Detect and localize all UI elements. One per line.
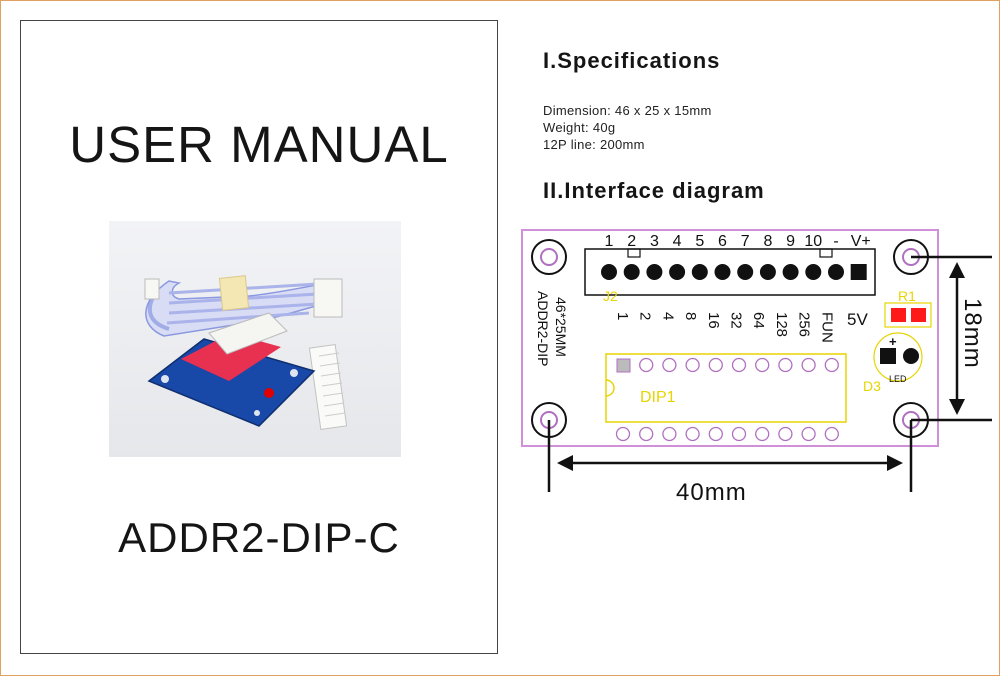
- board-outline: [521, 229, 939, 447]
- led-outline: [873, 332, 923, 382]
- height-dimension: 18mm: [911, 255, 992, 422]
- pin-number-label: 7: [741, 233, 750, 250]
- board-name-label: ADDR2-DIP: [535, 291, 551, 366]
- dip-pad-top: [662, 357, 677, 373]
- pin-number-label: 2: [627, 233, 636, 250]
- address-value-label: 256: [796, 312, 813, 337]
- connector-pin: [737, 264, 754, 280]
- resistor-pad-left: [891, 308, 906, 322]
- dip-pads: [615, 357, 839, 442]
- connector-pin-square: [850, 264, 867, 280]
- address-value-label: 4: [659, 312, 676, 320]
- dip-pad-top: [755, 357, 770, 373]
- dip-pad-bottom: [708, 426, 723, 442]
- dip-pad-bottom: [801, 426, 816, 442]
- spec-dimension: Dimension: 46 x 25 x 15mm: [543, 103, 712, 118]
- pin-number-label: V+: [851, 233, 871, 250]
- address-value-label: 128: [773, 312, 790, 337]
- connector-pin: [714, 264, 731, 280]
- connector-pin: [759, 264, 776, 280]
- address-value-label: FUN: [818, 312, 835, 343]
- led-pad-round: [903, 348, 919, 364]
- pin-number-label: 6: [718, 233, 727, 250]
- dip-pad-top: [731, 357, 747, 373]
- product-photo: [109, 221, 401, 457]
- pin-number-label: 3: [650, 233, 659, 250]
- dip-pad-bottom: [615, 426, 631, 442]
- address-value-label: 32: [728, 312, 745, 329]
- pin-number-label: 10: [804, 233, 822, 250]
- pin-number-label: 4: [673, 233, 682, 250]
- pin-number-label: 1: [605, 233, 614, 250]
- loose-connector: [308, 344, 348, 430]
- model-name: ADDR2-DIP-C: [118, 514, 400, 561]
- supply-label: 5V: [847, 310, 868, 329]
- spec-cable-length: 12P line: 200mm: [543, 137, 645, 152]
- resistor-pad-right: [911, 308, 926, 322]
- dip-label: DIP1: [640, 389, 676, 406]
- led-label: LED: [889, 374, 907, 384]
- connector-pin: [805, 264, 822, 280]
- dip-pad-bottom: [778, 426, 793, 442]
- dip-pad-top: [639, 357, 654, 373]
- connector-pin: [646, 264, 663, 280]
- manual-title: USER MANUAL: [69, 116, 449, 173]
- led-pad-square: [880, 348, 896, 364]
- dip-pad-top: [778, 357, 793, 373]
- connector-j2-body: [584, 248, 876, 296]
- pin-number-label: 5: [695, 233, 704, 250]
- connector-pin: [691, 264, 708, 280]
- pin-number-label: 8: [763, 233, 772, 250]
- dip-pad-top: [824, 357, 839, 373]
- dip-pad-bottom: [731, 426, 747, 442]
- dip-pad-bottom: [639, 426, 654, 442]
- connector-pin: [828, 264, 844, 280]
- address-value-label: 2: [637, 312, 654, 320]
- dip-pad-bottom: [755, 426, 770, 442]
- connector-j2-label: J2: [603, 288, 618, 304]
- pin-number-label: 9: [786, 233, 795, 250]
- led-designator: D3: [863, 378, 881, 394]
- connector-pin: [669, 264, 686, 280]
- mounting-hole-top-left: [531, 239, 567, 275]
- address-value-label: 64: [750, 312, 767, 329]
- svg-text:+: +: [889, 334, 897, 349]
- dip-pad-bottom: [685, 426, 700, 442]
- address-value-label: 8: [682, 312, 699, 320]
- dip-pin-1-square: [616, 358, 631, 373]
- dip-pad-top: [708, 357, 723, 373]
- dip-pad-top: [685, 357, 700, 373]
- cover-page: USER MANUAL: [20, 20, 498, 654]
- interface-heading: II.Interface diagram: [543, 178, 765, 203]
- connector-pin: [623, 264, 640, 280]
- width-dimension: 40mm: [547, 420, 913, 506]
- dip-pad-bottom: [824, 426, 839, 442]
- resistor-label: R1: [898, 288, 916, 304]
- pin-number-label: -: [833, 233, 838, 250]
- address-value-label: 1: [614, 312, 631, 320]
- spec-weight: Weight: 40g: [543, 120, 616, 135]
- pcb-module: [147, 312, 316, 427]
- dim-height-label: 18mm: [959, 298, 986, 369]
- connector-pins: [601, 264, 867, 280]
- connector-pin: [782, 264, 799, 280]
- dim-width-label: 40mm: [676, 479, 747, 506]
- address-value-label: 16: [705, 312, 722, 329]
- connector-pin: [601, 264, 617, 280]
- dip-pad-top: [801, 357, 816, 373]
- dip-pad-bottom: [662, 426, 677, 442]
- specifications-heading: I.Specifications: [543, 48, 721, 73]
- board-size-label: 46*25MM: [553, 297, 569, 357]
- dip-switch-outline: [605, 353, 847, 423]
